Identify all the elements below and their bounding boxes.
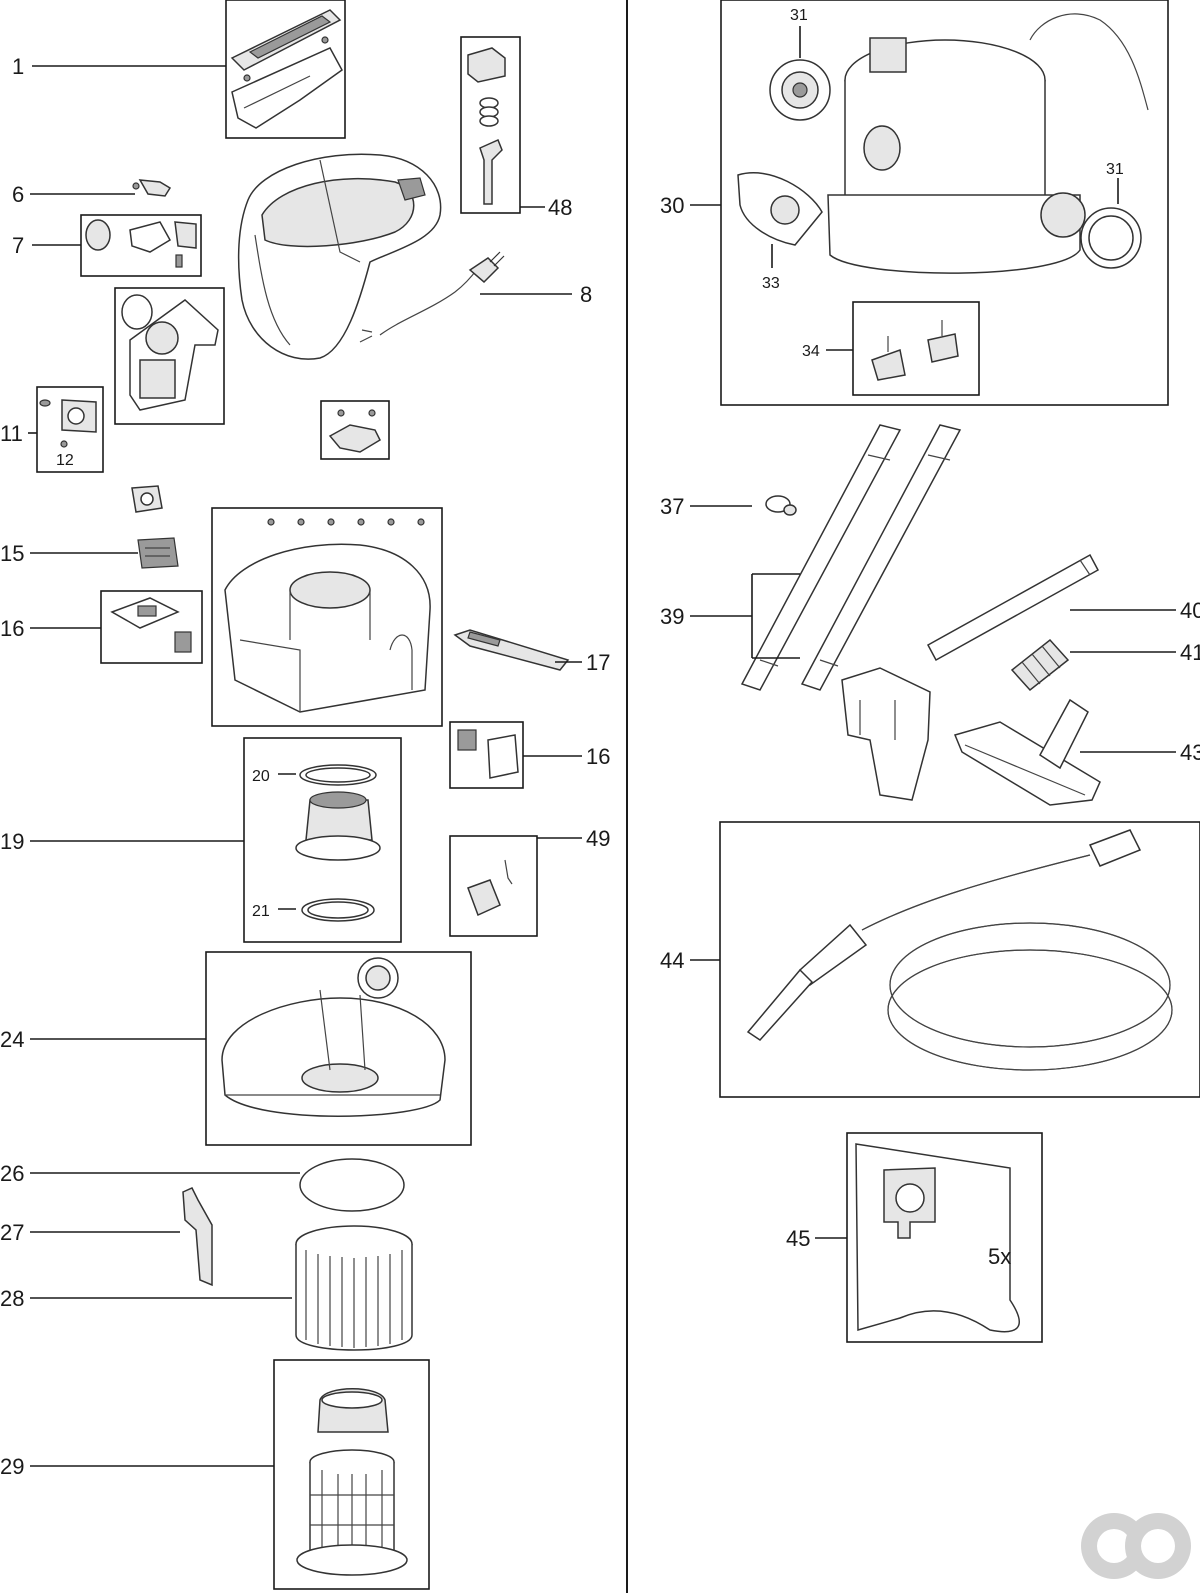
part-16-labels-a[interactable]: [100, 590, 203, 664]
label-16b: 16: [586, 744, 610, 769]
part-motor-cover[interactable]: [114, 287, 225, 425]
part-39-extension-tubes[interactable]: [740, 424, 962, 691]
part-16-labels-b[interactable]: [449, 721, 524, 789]
part-37-clamp[interactable]: [765, 495, 797, 516]
label-39: 39: [660, 604, 684, 629]
label-7: 7: [12, 233, 24, 258]
part-pcb-bracket[interactable]: [131, 485, 163, 513]
label-48: 48: [548, 195, 572, 220]
part-44-hose[interactable]: [719, 821, 1200, 1098]
label-24: 24: [0, 1027, 24, 1052]
part-8-power-cord[interactable]: [359, 251, 505, 343]
label-qty-45: 5x: [988, 1244, 1011, 1269]
part-11-brush-holder[interactable]: [36, 386, 104, 473]
label-30: 30: [660, 193, 684, 218]
label-43: 43: [1180, 740, 1200, 765]
part-7-switch-kit[interactable]: [80, 214, 202, 277]
label-19: 19: [0, 829, 24, 854]
part-49-float[interactable]: [449, 835, 538, 937]
label-34: 34: [802, 343, 820, 360]
label-40: 40: [1180, 598, 1200, 623]
label-17: 17: [586, 650, 610, 675]
part-top-cover[interactable]: [237, 153, 442, 360]
label-49: 49: [586, 826, 610, 851]
part-30-tank[interactable]: [720, 0, 1169, 406]
part-6-clip[interactable]: [132, 179, 172, 197]
watermark-logo: [1081, 1513, 1191, 1579]
part-1-handle[interactable]: [225, 0, 346, 139]
label-41: 41: [1180, 640, 1200, 665]
label-1: 1: [12, 54, 24, 79]
label-15: 15: [0, 541, 24, 566]
label-20: 20: [252, 768, 270, 785]
label-31b: 31: [1106, 161, 1124, 178]
part-bracket[interactable]: [320, 400, 390, 460]
part-43-floor-nozzle[interactable]: [953, 698, 1101, 806]
label-21: 21: [252, 903, 270, 920]
part-24-head-base[interactable]: [205, 951, 472, 1146]
label-11: 11: [0, 421, 23, 446]
label-31a: 31: [790, 7, 808, 24]
part-15-pcb[interactable]: [137, 537, 179, 569]
label-37: 37: [660, 494, 684, 519]
label-6: 6: [12, 182, 24, 207]
label-16a: 16: [0, 616, 24, 641]
label-28: 28: [0, 1286, 24, 1311]
part-motor-housing[interactable]: [211, 507, 443, 727]
part-29-filter-cage[interactable]: [273, 1359, 430, 1590]
label-27: 27: [0, 1220, 24, 1245]
label-12: 12: [56, 452, 74, 469]
part-26-gasket[interactable]: [299, 1158, 405, 1212]
part-27-cage-clip[interactable]: [182, 1187, 213, 1287]
part-tool-holder[interactable]: [841, 667, 931, 801]
part-19-motor[interactable]: [243, 737, 402, 943]
part-41-adapter[interactable]: [1010, 638, 1070, 692]
label-44: 44: [660, 948, 684, 973]
label-8: 8: [580, 282, 592, 307]
label-26: 26: [0, 1161, 24, 1186]
part-40-crevice-tool[interactable]: [926, 553, 1100, 662]
label-45: 45: [786, 1226, 810, 1251]
part-45-dust-bag[interactable]: [846, 1132, 1043, 1343]
part-28-filter[interactable]: [295, 1225, 413, 1351]
label-29: 29: [0, 1454, 24, 1479]
label-33: 33: [762, 275, 780, 292]
part-17-strip[interactable]: [453, 629, 570, 671]
part-48-switch[interactable]: [460, 36, 521, 214]
